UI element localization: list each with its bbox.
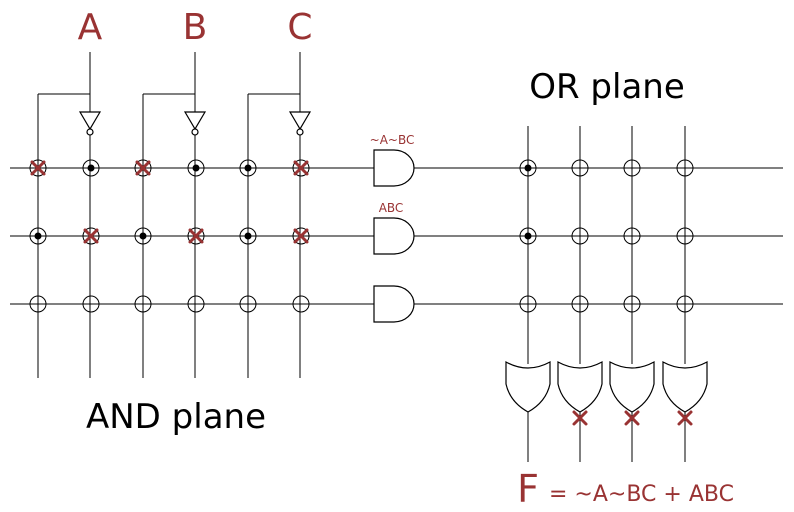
- output-marks: [572, 410, 693, 426]
- and-node-ring: [292, 159, 310, 177]
- input-label-b: B: [183, 7, 208, 48]
- input-label-a: A: [78, 7, 103, 48]
- input-label-c: C: [287, 7, 312, 48]
- and-node-x-mark: [293, 160, 309, 176]
- and-node-ring: [82, 295, 100, 313]
- and-node-ring: [29, 227, 47, 245]
- and-gate-icon: [373, 285, 415, 323]
- and-node-ring: [134, 295, 152, 313]
- and-node-ring: [292, 295, 310, 313]
- term-label-1: ~A~BC: [370, 133, 415, 147]
- or-node-dot: [524, 232, 532, 240]
- input-wiring: [37, 52, 312, 378]
- and-node-dot: [244, 232, 252, 240]
- inverter-bubble: [296, 128, 304, 136]
- or-node-ring: [676, 227, 694, 245]
- or-node-ring: [519, 227, 537, 245]
- and-node-ring: [187, 295, 205, 313]
- and-node-x-mark: [135, 160, 151, 176]
- and-node-ring: [187, 227, 205, 245]
- and-node-x-mark: [30, 160, 46, 176]
- and-node-dot: [244, 164, 252, 172]
- and-node-ring: [134, 159, 152, 177]
- or-gates: [505, 360, 708, 462]
- and-node-ring: [134, 227, 152, 245]
- inverter-bubble: [191, 128, 199, 136]
- and-node-ring: [239, 159, 257, 177]
- output-x-mark: [624, 410, 640, 426]
- crosspoint-nodes: [29, 159, 694, 313]
- and-plane-label: AND plane: [86, 397, 266, 437]
- and-node-ring: [29, 295, 47, 313]
- or-plane-columns: [527, 126, 686, 364]
- output-expression: = ~A~BC + ABC: [549, 482, 734, 507]
- or-node-dot: [524, 164, 532, 172]
- inverter-bubble: [86, 128, 94, 136]
- or-gate-icon: [662, 360, 708, 413]
- and-node-x-mark: [83, 228, 99, 244]
- and-node-ring: [82, 227, 100, 245]
- and-gates: [373, 149, 415, 323]
- and-node-dot: [87, 164, 95, 172]
- output-x-mark: [572, 410, 588, 426]
- or-node-ring: [519, 295, 537, 313]
- or-gate-icon: [505, 360, 551, 413]
- or-node-ring: [623, 295, 641, 313]
- and-node-x-mark: [293, 228, 309, 244]
- inverter-icon: [183, 111, 207, 131]
- inverter-icon: [78, 111, 102, 131]
- or-node-ring: [571, 227, 589, 245]
- and-node-ring: [239, 227, 257, 245]
- and-node-dot: [192, 164, 200, 172]
- and-gate-icon: [373, 149, 415, 187]
- or-node-ring: [519, 159, 537, 177]
- or-node-ring: [571, 159, 589, 177]
- and-node-dot: [139, 232, 147, 240]
- and-node-ring: [82, 159, 100, 177]
- or-gate-icon: [609, 360, 655, 413]
- output-name: F: [517, 467, 539, 511]
- or-node-ring: [571, 295, 589, 313]
- term-label-2: ABC: [379, 201, 404, 215]
- or-gate-icon: [557, 360, 603, 413]
- or-node-ring: [676, 159, 694, 177]
- or-plane-label: OR plane: [529, 67, 685, 107]
- product-term-lines: [10, 167, 783, 305]
- and-node-x-mark: [188, 228, 204, 244]
- output-x-mark: [677, 410, 693, 426]
- and-node-ring: [239, 295, 257, 313]
- and-node-ring: [29, 159, 47, 177]
- or-node-ring: [676, 295, 694, 313]
- or-node-ring: [623, 227, 641, 245]
- or-node-ring: [623, 159, 641, 177]
- and-gate-icon: [373, 217, 415, 255]
- and-node-ring: [187, 159, 205, 177]
- and-node-ring: [292, 227, 310, 245]
- and-node-dot: [34, 232, 42, 240]
- inverter-icon: [288, 111, 312, 131]
